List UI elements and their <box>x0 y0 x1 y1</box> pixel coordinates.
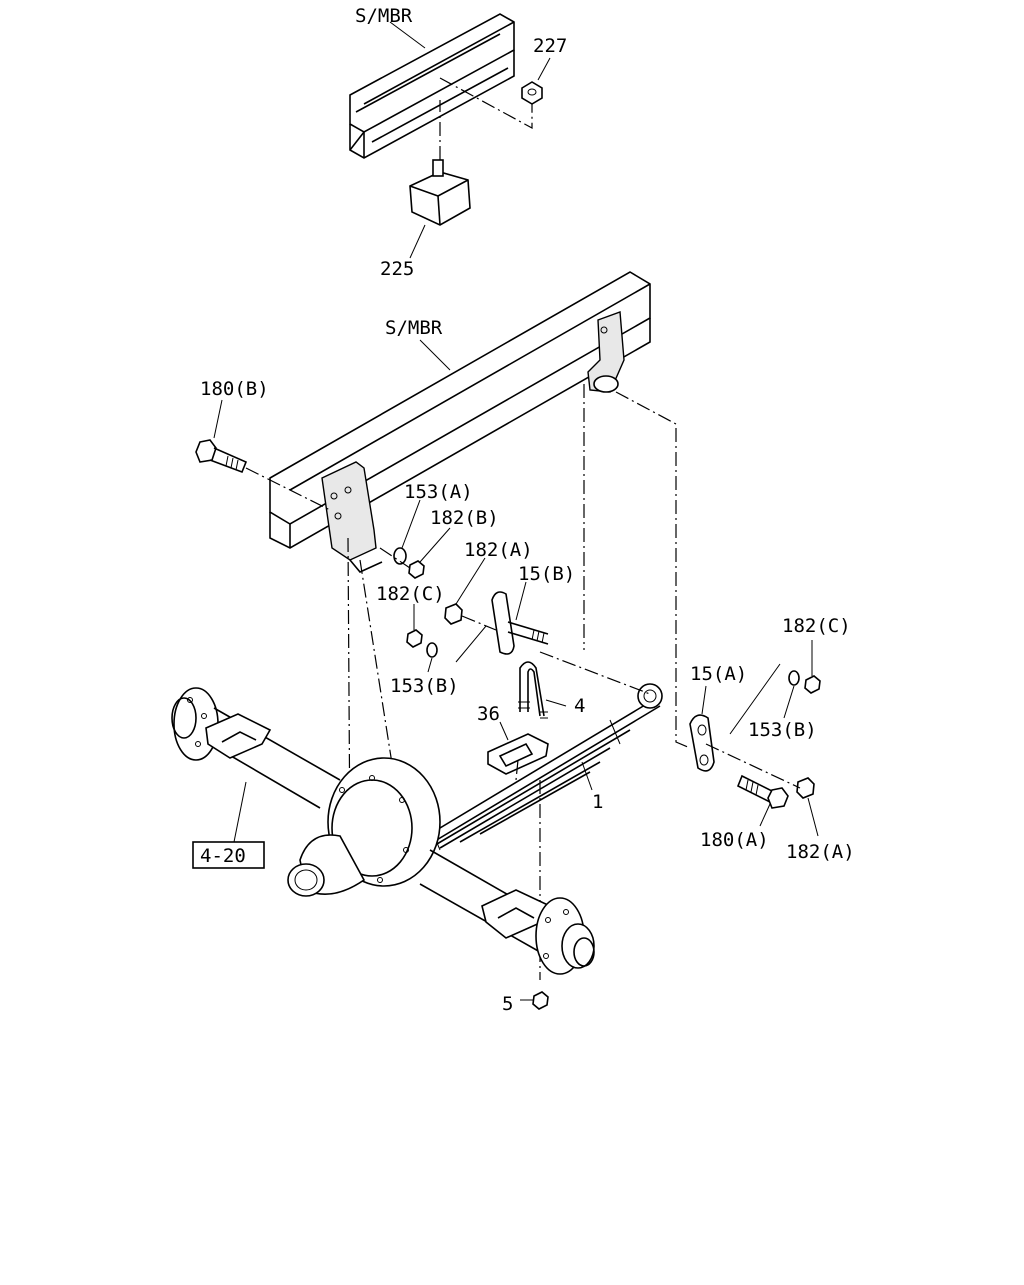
leader-36 <box>499 721 509 741</box>
frame-member-main <box>269 271 651 549</box>
leader-4 <box>545 699 567 707</box>
centerline-227 <box>439 77 533 130</box>
leader-ref-box <box>233 781 247 843</box>
leader-182a-right <box>807 797 819 837</box>
label-153b-left: 153(B) <box>390 675 459 697</box>
leader-180b <box>213 399 223 439</box>
spring-seat-36 <box>487 733 549 775</box>
rear-shackle-bracket <box>587 311 625 393</box>
label-1: 1 <box>592 791 603 813</box>
leader-153b-left <box>427 625 487 673</box>
leader-153b-right <box>729 663 795 735</box>
washer-153b-right <box>788 670 800 686</box>
label-36: 36 <box>477 703 500 725</box>
leader-smbr-main <box>419 339 451 371</box>
label-15b: 15(B) <box>518 563 575 585</box>
leader-15b <box>515 581 527 621</box>
label-smbr-top: S/MBR <box>355 5 413 27</box>
bolt-180b <box>195 439 248 474</box>
nut-227 <box>521 81 543 105</box>
shackle-15a <box>689 714 715 772</box>
nut-182c-right <box>804 675 821 694</box>
leader-182a-left <box>455 557 486 605</box>
nut-182a-left <box>444 603 463 625</box>
label-180a: 180(A) <box>700 829 769 851</box>
leader-153a <box>401 499 421 549</box>
centerline-180a <box>705 743 801 789</box>
leader-225 <box>409 224 426 259</box>
leader-smbr-top <box>389 21 426 49</box>
label-180b: 180(B) <box>200 378 269 400</box>
nut-5 <box>532 991 549 1010</box>
frame-member-top <box>349 13 515 159</box>
label-182a-left: 182(A) <box>464 539 533 561</box>
dash-front-hanger <box>347 537 351 853</box>
front-spring-hanger <box>321 461 383 573</box>
label-227: 227 <box>533 35 567 57</box>
label-4: 4 <box>574 695 585 717</box>
leader-180a <box>759 803 771 827</box>
centerline-front-eye <box>379 547 411 569</box>
dash-rear-shackle <box>615 391 691 749</box>
washer-153b-left <box>426 642 438 658</box>
label-182c-right: 182(C) <box>782 615 851 637</box>
leader-1 <box>581 761 593 791</box>
label-15a: 15(A) <box>690 663 747 685</box>
label-182a-right: 182(A) <box>786 841 855 863</box>
rear-axle-assembly <box>171 687 595 975</box>
label-182c-left: 182(C) <box>376 583 445 605</box>
dash-seat <box>515 759 519 781</box>
label-ref-box: 4-20 <box>200 845 246 867</box>
centerline-180b <box>245 467 331 511</box>
label-225: 225 <box>380 258 414 280</box>
u-bolt-4 <box>518 661 548 719</box>
nut-182c-left <box>406 629 423 648</box>
washer-153a <box>393 547 407 565</box>
nut-182a-right <box>796 777 815 799</box>
leader-182b <box>419 527 451 563</box>
label-153b-right: 153(B) <box>748 719 817 741</box>
label-smbr-main: S/MBR <box>385 317 443 339</box>
nut-182b <box>408 560 425 579</box>
centerline-182a-left <box>461 615 497 631</box>
label-182b: 182(B) <box>430 507 499 529</box>
shackle-15b <box>491 591 549 655</box>
dash-shackle-pin <box>539 651 651 695</box>
leader-15a <box>701 685 707 715</box>
bolt-180a <box>736 774 789 809</box>
ref-box-frame <box>192 841 265 869</box>
leader-227 <box>537 57 551 81</box>
bumper-stopper-225 <box>409 159 471 226</box>
label-153a: 153(A) <box>404 481 473 503</box>
label-5: 5 <box>502 993 513 1015</box>
